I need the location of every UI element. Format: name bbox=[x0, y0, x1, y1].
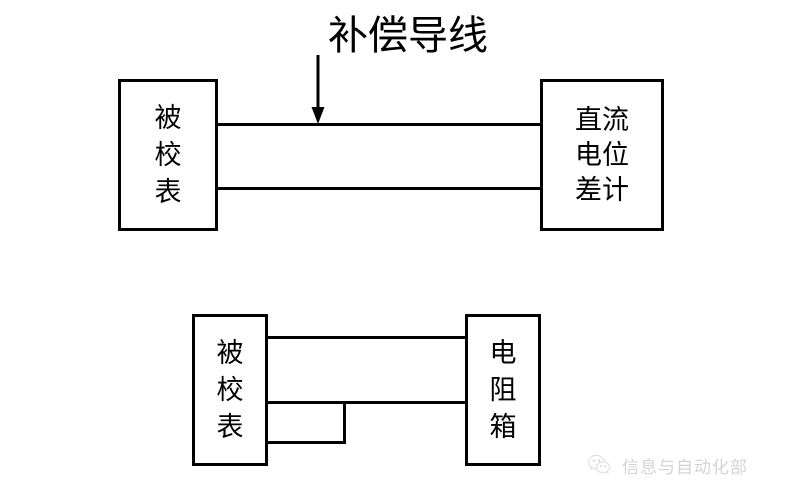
node-dc-potentiometer-line-1: 直流 bbox=[575, 104, 629, 136]
lower-signal-wire bbox=[216, 187, 542, 190]
node-dut-top-line-1: 被 bbox=[154, 102, 182, 134]
node-resistance-box-line-1: 电 bbox=[489, 337, 517, 369]
node-dut-bottom-line-1: 被 bbox=[216, 337, 244, 369]
rtd-middle-wire bbox=[266, 401, 467, 404]
rtd-jumper-riser bbox=[343, 401, 346, 444]
node-dut-top-line-2: 校 bbox=[154, 139, 182, 171]
watermark: 信息与自动化部 bbox=[586, 452, 748, 478]
rtd-jumper-wire bbox=[266, 441, 346, 444]
wechat-logo-icon bbox=[586, 452, 612, 478]
down-arrow-icon bbox=[310, 55, 326, 125]
node-dc-potentiometer-line-3: 差计 bbox=[575, 174, 629, 206]
node-dut-top[interactable]: 被 校 表 bbox=[118, 79, 218, 231]
rtd-upper-wire bbox=[266, 336, 467, 339]
node-dc-potentiometer[interactable]: 直流 电位 差计 bbox=[540, 79, 664, 231]
node-dut-bottom[interactable]: 被 校 表 bbox=[192, 314, 268, 466]
watermark-text: 信息与自动化部 bbox=[622, 457, 748, 478]
node-resistance-box[interactable]: 电 阻 箱 bbox=[465, 314, 541, 466]
node-dut-bottom-line-3: 表 bbox=[216, 411, 244, 443]
node-dut-bottom-line-2: 校 bbox=[216, 374, 244, 406]
node-resistance-box-line-3: 箱 bbox=[489, 411, 517, 443]
upper-signal-wire bbox=[216, 123, 542, 126]
compensation-wire-label: 补偿导线 bbox=[328, 13, 488, 59]
node-resistance-box-line-2: 阻 bbox=[489, 374, 517, 406]
node-dut-top-line-3: 表 bbox=[154, 176, 182, 208]
node-dc-potentiometer-line-2: 电位 bbox=[575, 139, 629, 171]
